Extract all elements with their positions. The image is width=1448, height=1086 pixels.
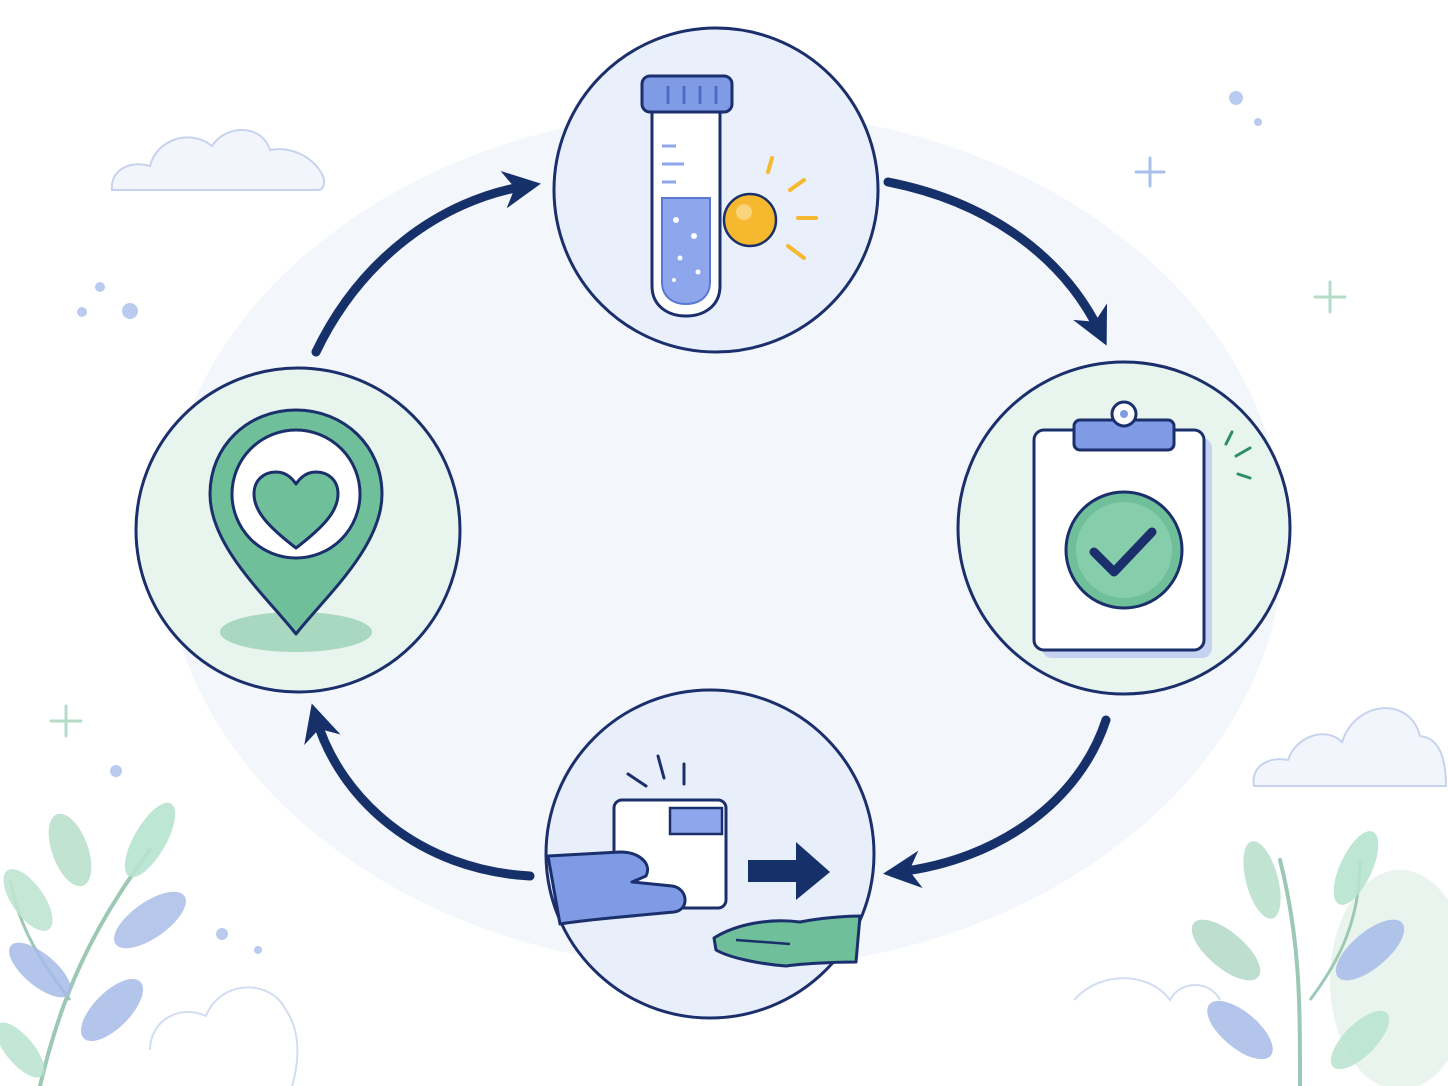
plant-decoration-right [1191, 831, 1448, 1086]
step-care-location [134, 366, 462, 694]
cloud-decoration-right [1252, 707, 1448, 787]
arrow-right-icon [748, 842, 830, 900]
heart-icon [252, 470, 340, 550]
clipboard-check-icon [1032, 400, 1212, 658]
location-heart-icon [208, 408, 384, 636]
arrow-location-to-sample [311, 171, 541, 357]
arrow-handoff-to-location [304, 703, 535, 881]
step-sample-collection [552, 26, 880, 354]
test-tube-icon [640, 74, 734, 318]
step-results-review [956, 360, 1292, 696]
background-halo [164, 110, 1284, 970]
step-sample-handoff [544, 688, 876, 1020]
cloud-decoration-bottom-left [149, 977, 1221, 1086]
sparkle-decorations [49, 156, 1347, 738]
sun-icon [722, 156, 818, 260]
cycle-arrows [304, 171, 1111, 889]
plant-decoration-left [0, 802, 186, 1086]
cloud-decoration-top-left [110, 129, 326, 191]
sparkle-lines-icon [1224, 430, 1252, 480]
dot-decorations [77, 91, 1262, 954]
arrow-review-to-handoff [882, 715, 1111, 889]
package-handoff-icon [546, 754, 862, 968]
arrow-sample-to-review [883, 177, 1108, 346]
